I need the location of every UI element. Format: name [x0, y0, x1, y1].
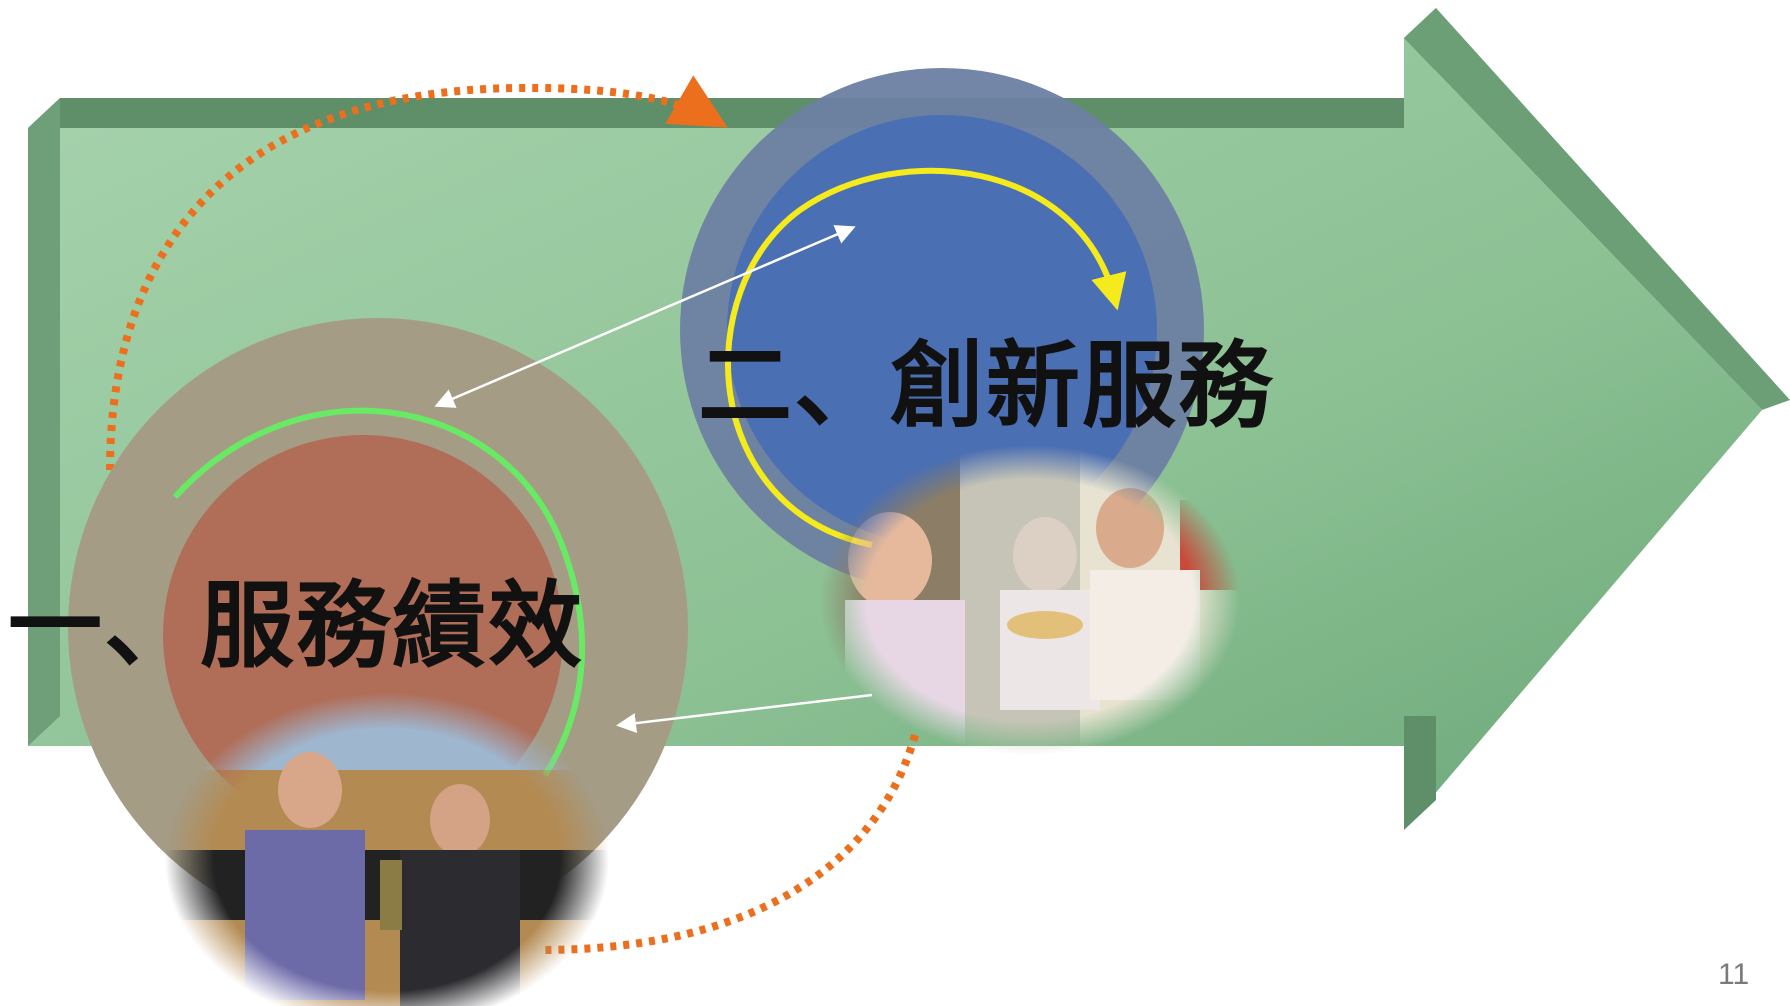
- cycle-arrow-bottom: [539, 733, 919, 954]
- award-ceremony-photo: [165, 690, 609, 1006]
- innovative-service-label: 二、創新服務: [698, 332, 1275, 441]
- connector-arrow-upper: [434, 225, 856, 408]
- connector-arrow-lower: [616, 693, 873, 734]
- service-performance-label: 一、服務績效: [8, 572, 585, 681]
- cycle-arc-yellow: [725, 167, 1127, 548]
- elderly-birthday-cake-photo: [820, 445, 1240, 755]
- page-number: 11: [1718, 958, 1750, 991]
- cycle-arrow-top: [106, 75, 728, 471]
